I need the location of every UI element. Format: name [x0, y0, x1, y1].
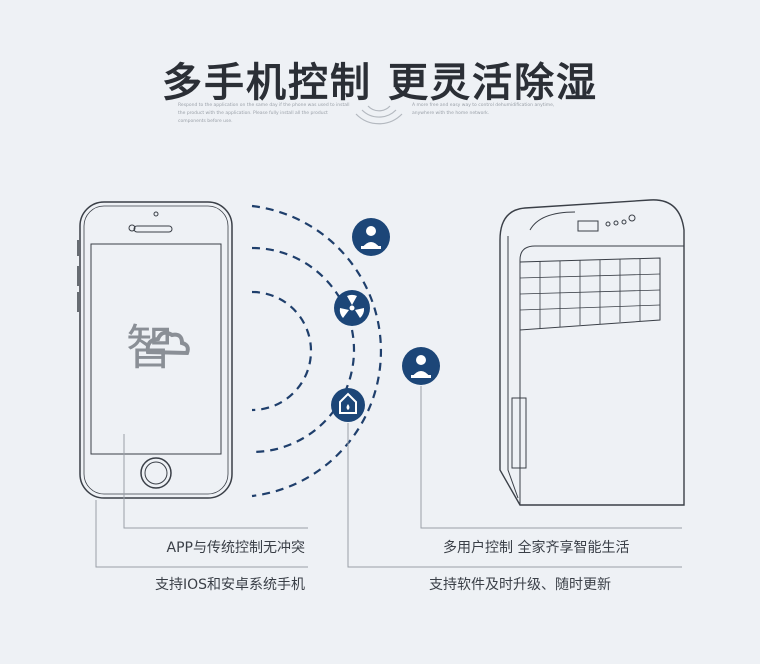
- phone-screen-glyph: 智: [126, 320, 174, 376]
- badge-home-drop: [331, 388, 365, 422]
- cloud-icon: [145, 330, 190, 356]
- badge-person-right: [402, 347, 440, 385]
- caption-multi-user: 多用户控制 全家齐享智能生活: [443, 540, 630, 556]
- signal-arc-inner: [251, 290, 313, 412]
- badge-person-top: [352, 218, 390, 256]
- caption-updates: 支持软件及时升级、随时更新: [429, 577, 611, 593]
- smartphone: [77, 201, 233, 499]
- fine-print-right: A more free and easy way to control dehu…: [412, 103, 555, 116]
- dehumidifier: [499, 199, 685, 506]
- leader-left-top: [123, 434, 308, 529]
- caption-app-compatible: APP与传统控制无冲突: [166, 540, 305, 556]
- caption-os-support: 支持IOS和安卓系统手机: [154, 577, 305, 593]
- badge-radiation-fan: [334, 290, 370, 326]
- leader-right-top: [420, 386, 682, 529]
- page-headline: 多手机控制 更灵活除湿: [162, 60, 598, 106]
- signal-arc-outer: [251, 204, 382, 498]
- signal-icon: [355, 105, 403, 125]
- leader-right-bottom: [347, 423, 682, 568]
- leader-left-bottom: [95, 500, 308, 568]
- signal-arc-middle: [251, 246, 356, 454]
- fine-print-left: Respond to the application on the same d…: [178, 103, 350, 124]
